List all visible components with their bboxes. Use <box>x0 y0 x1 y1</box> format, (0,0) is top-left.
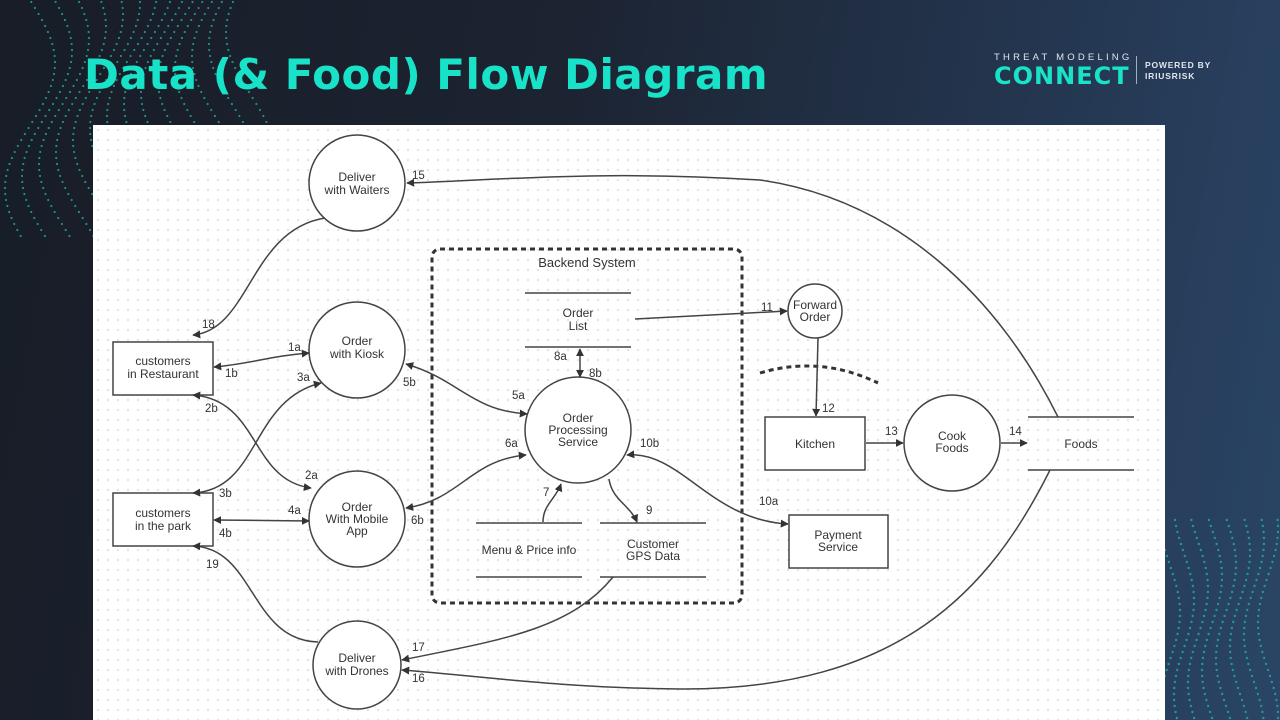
flow-label-1b: 1b <box>225 368 238 380</box>
entity-customers-in-the-park[interactable] <box>112 492 214 547</box>
flow-label-10b: 10b <box>640 438 659 450</box>
flow-15[interactable] <box>406 174 1059 418</box>
flow-label-7: 7 <box>543 487 549 499</box>
process-forward-order[interactable] <box>787 283 843 339</box>
flow-17[interactable] <box>401 576 614 663</box>
flow-label-6a: 6a <box>505 438 518 450</box>
flow-19[interactable] <box>192 542 319 643</box>
flow-label-18: 18 <box>202 319 215 331</box>
slide-title: Data (& Food) Flow Diagram <box>84 50 769 99</box>
boundary-label: Backend System <box>538 255 636 270</box>
flow-9[interactable] <box>608 478 638 523</box>
flow-label-5b: 5b <box>403 377 416 389</box>
flow-label-8a: 8a <box>554 351 567 363</box>
flow-label-2a: 2a <box>305 470 318 482</box>
label-menu-price: Menu & Price info <box>482 543 577 557</box>
label-kitchen: Kitchen <box>795 437 835 451</box>
flow-label-4a: 4a <box>288 505 301 517</box>
flow-11[interactable] <box>634 307 788 320</box>
flow-label-14: 14 <box>1009 426 1022 438</box>
entity-kitchen[interactable] <box>764 416 866 471</box>
kitchen-trust-boundary <box>759 364 879 385</box>
datastore-order-list[interactable] <box>525 292 631 348</box>
flow-label-10a: 10a <box>759 496 779 508</box>
flow-label-2b: 2b <box>205 403 218 415</box>
threat-modeling-connect-logo: THREAT MODELING CONNECT POWERED BY IRIUS… <box>994 52 1224 92</box>
flow-7[interactable] <box>542 483 563 523</box>
flow-label-6b: 6b <box>411 515 424 527</box>
flow-18[interactable] <box>192 217 326 339</box>
backend-trust-boundary <box>430 247 744 605</box>
flow-2ab[interactable] <box>192 391 312 492</box>
flow-12[interactable] <box>812 337 821 417</box>
datastore-foods[interactable] <box>1028 416 1134 471</box>
flow-6ab[interactable] <box>405 451 527 511</box>
logo-tagline: THREAT MODELING <box>994 52 1133 63</box>
flow-label-8b: 8b <box>589 368 602 380</box>
flow-16[interactable] <box>401 469 1051 690</box>
entity-payment-service[interactable] <box>788 514 889 569</box>
flow-label-3b: 3b <box>219 488 232 500</box>
label-foods: Foods <box>1064 437 1097 451</box>
datastore-menu-price-info[interactable] <box>476 522 582 578</box>
flow-label-5a: 5a <box>512 390 525 402</box>
flow-label-9: 9 <box>646 505 652 517</box>
logo-brand: CONNECT <box>994 62 1130 90</box>
flow-label-17: 17 <box>412 642 425 654</box>
logo-divider <box>1136 56 1137 84</box>
flow-label-12: 12 <box>822 403 835 415</box>
flow-label-3a: 3a <box>297 372 310 384</box>
process-deliver-with-waiters[interactable] <box>308 134 406 232</box>
process-cook-foods[interactable] <box>903 394 1001 492</box>
flow-label-19: 19 <box>206 559 219 571</box>
process-deliver-with-drones[interactable] <box>312 620 402 710</box>
logo-powered-by: POWERED BY IRIUSRISK <box>1145 60 1212 81</box>
flow-1ab[interactable] <box>213 349 310 371</box>
flow-5ab[interactable] <box>405 362 528 418</box>
flow-label-4b: 4b <box>219 528 232 540</box>
flow-10ab[interactable] <box>626 450 789 528</box>
flow-label-15: 15 <box>412 170 425 182</box>
flow-label-1a: 1a <box>288 342 301 354</box>
flow-label-11: 11 <box>761 302 773 314</box>
flow-4ab[interactable] <box>213 516 310 525</box>
flow-label-13: 13 <box>885 426 898 438</box>
flow-label-16: 16 <box>412 673 425 685</box>
